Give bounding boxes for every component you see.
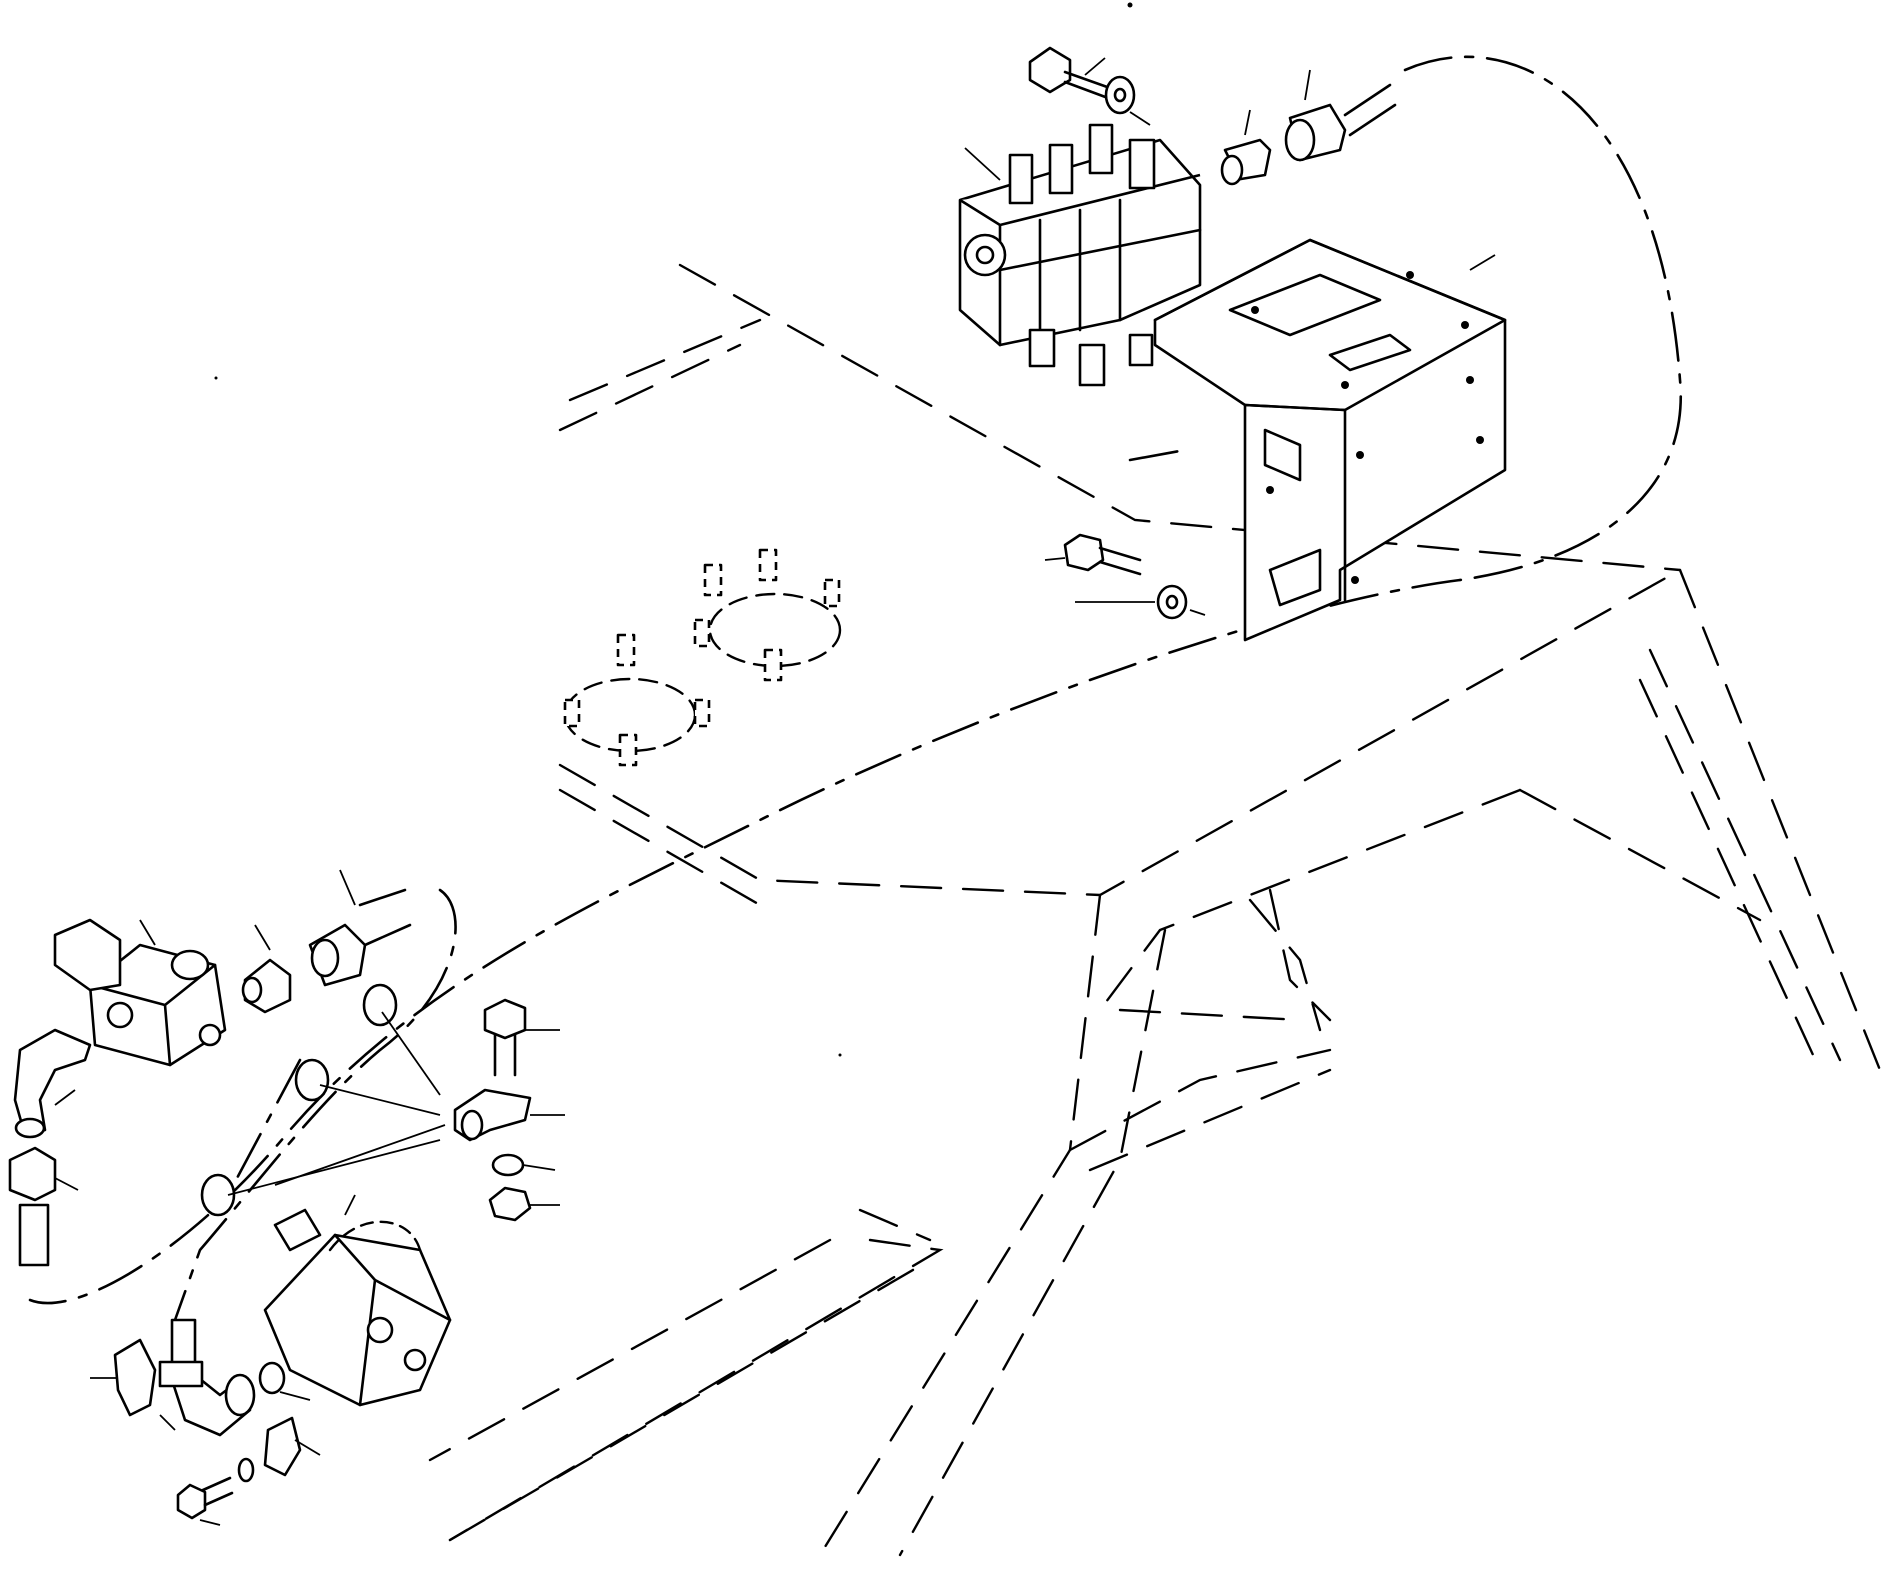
speck bbox=[838, 1053, 842, 1057]
hose-routing-lines bbox=[28, 55, 1683, 1322]
valve-mounting-bracket bbox=[1153, 238, 1507, 642]
flange-bolt bbox=[176, 1476, 234, 1526]
speck bbox=[1127, 2, 1133, 8]
washer bbox=[1104, 75, 1151, 126]
adapter-fitting bbox=[241, 924, 292, 1014]
hydraulic-pump bbox=[263, 1194, 452, 1407]
hose-end bbox=[1284, 69, 1397, 162]
swivel-nut-hose-end bbox=[8, 1146, 79, 1267]
speck bbox=[214, 376, 218, 380]
p-clamp bbox=[453, 1088, 565, 1142]
lock-washer bbox=[491, 1153, 556, 1177]
hex-nut bbox=[488, 1186, 560, 1222]
mounting-bolt bbox=[1028, 46, 1112, 100]
split-flange-left bbox=[90, 1338, 157, 1417]
o-ring bbox=[258, 1361, 311, 1401]
hose-fitting bbox=[1220, 109, 1272, 186]
machine-frame-outline bbox=[428, 263, 1882, 1557]
flow-divider-valve bbox=[53, 918, 227, 1067]
bracket-washer bbox=[1075, 584, 1206, 620]
split-flange-right bbox=[263, 1416, 321, 1477]
small-o-ring bbox=[237, 1457, 255, 1483]
bracket-bolt bbox=[1044, 533, 1142, 576]
hose-clamp-leaders bbox=[200, 983, 446, 1217]
control-valve bbox=[958, 123, 1202, 387]
pipe-grommets bbox=[563, 548, 842, 767]
elbow-fitting bbox=[13, 1028, 92, 1139]
clamp-bolt bbox=[483, 998, 560, 1077]
pump-outlet-elbow bbox=[158, 1318, 256, 1437]
lower-hose-end bbox=[308, 869, 412, 987]
